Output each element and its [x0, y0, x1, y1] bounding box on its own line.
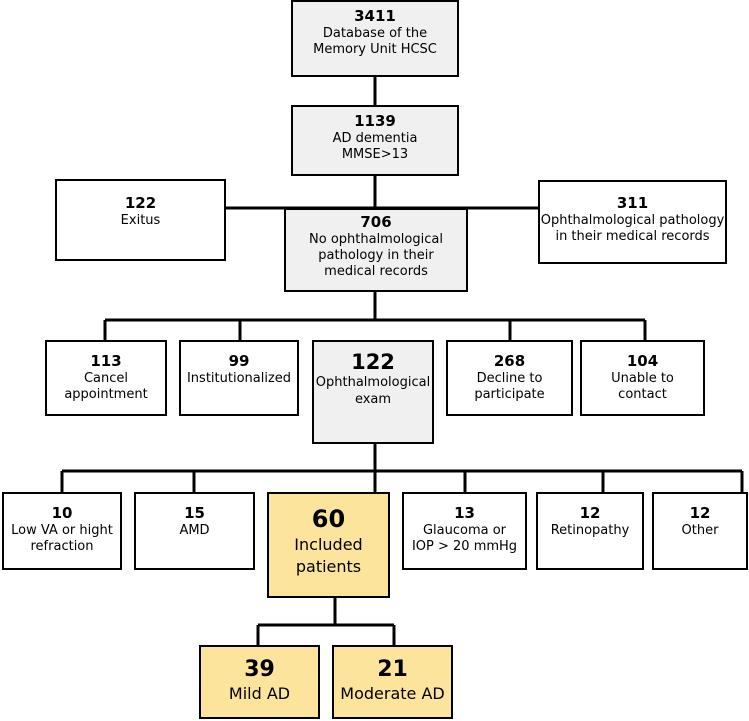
- node-count: 104: [626, 352, 659, 370]
- node-count: 122: [351, 350, 395, 374]
- node-count: 113: [90, 352, 122, 370]
- node-cancel-appointment: 113 Cancel appointment: [45, 340, 167, 416]
- node-label: AMD: [179, 523, 210, 538]
- node-label: Mild AD: [228, 684, 291, 703]
- node-label: Institutionalized: [186, 371, 292, 386]
- node-label: Low VA or hight refraction: [11, 523, 113, 554]
- node-ophth-exam: 122 Ophthalmological exam: [312, 340, 434, 444]
- node-count: 706: [360, 213, 392, 231]
- node-label: AD dementia MMSE>13: [332, 131, 418, 162]
- node-label: Ophthalmological exam: [315, 375, 431, 407]
- node-count: 12: [579, 504, 601, 522]
- node-count: 122: [124, 194, 157, 212]
- node-label: Other: [681, 523, 719, 538]
- node-glaucoma: 13 Glaucoma or IOP > 20 mmHg: [402, 492, 527, 570]
- node-label: Included patients: [294, 535, 363, 576]
- node-retinopathy: 12 Retinopathy: [536, 492, 644, 570]
- node-label: Decline to participate: [474, 371, 545, 402]
- node-no-ophth-pathology: 706 No ophthalmological pathology in the…: [284, 208, 468, 292]
- node-other: 12 Other: [652, 492, 748, 570]
- node-ad-dementia: 1139 AD dementia MMSE>13: [291, 105, 459, 176]
- node-label: Retinopathy: [550, 523, 630, 538]
- node-count: 39: [244, 657, 275, 682]
- node-label: No ophthalmological pathology in their m…: [309, 232, 443, 279]
- node-exitus: 122 Exitus: [55, 179, 226, 261]
- node-label: Exitus: [120, 213, 161, 228]
- node-label: Database of the Memory Unit HCSC: [313, 26, 437, 57]
- node-decline: 268 Decline to participate: [446, 340, 573, 416]
- node-count: 21: [377, 657, 408, 682]
- node-count: 10: [51, 504, 73, 522]
- node-ophth-pathology: 311 Ophthalmological pathology in their …: [538, 180, 727, 264]
- node-low-va: 10 Low VA or hight refraction: [2, 492, 122, 570]
- node-mild-ad: 39 Mild AD: [199, 645, 320, 719]
- node-moderate-ad: 21 Moderate AD: [332, 645, 453, 719]
- node-label: Unable to contact: [611, 371, 674, 402]
- node-count: 99: [228, 352, 250, 370]
- node-label: Moderate AD: [340, 684, 445, 703]
- node-label: Glaucoma or IOP > 20 mmHg: [411, 523, 518, 554]
- node-amd: 15 AMD: [134, 492, 255, 570]
- node-count: 311: [616, 194, 649, 212]
- node-count: 60: [311, 505, 346, 533]
- node-count: 15: [184, 504, 205, 522]
- node-count: 13: [454, 504, 475, 522]
- node-unable-contact: 104 Unable to contact: [580, 340, 705, 416]
- node-database: 3411 Database of the Memory Unit HCSC: [291, 0, 459, 77]
- node-label: Cancel appointment: [64, 371, 148, 402]
- node-count: 12: [689, 504, 711, 522]
- node-included-patients: 60 Included patients: [267, 492, 390, 598]
- node-label: Ophthalmological pathology in their medi…: [540, 213, 725, 244]
- node-count: 1139: [354, 112, 396, 130]
- node-count: 268: [493, 352, 526, 370]
- node-count: 3411: [354, 7, 396, 25]
- node-institutionalized: 99 Institutionalized: [179, 340, 299, 416]
